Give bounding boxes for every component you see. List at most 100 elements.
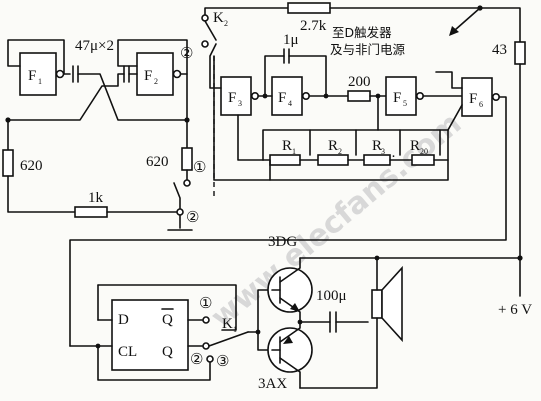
label-r20: R (410, 138, 420, 154)
gate-f1-label: F (28, 68, 36, 84)
gate-f5-label: F (393, 90, 401, 106)
label-k1-pos1: ① (199, 296, 212, 312)
wire-qbar-feedback (97, 284, 237, 331)
gate-f3-label: F (228, 90, 236, 106)
ff-qbar-label: Q (162, 312, 173, 328)
ff-cl-label: CL (118, 344, 137, 360)
gate-f6: F 6 (461, 77, 500, 117)
wire-ladder-return (213, 55, 271, 181)
label-r2: R (328, 138, 338, 154)
gate-f1-sub: 1 (38, 77, 42, 86)
wire-f6-in-b (435, 71, 463, 89)
wire-k2-top (204, 7, 289, 16)
gate-f5: F 5 (385, 76, 424, 116)
wire-k1-base-top (247, 289, 273, 333)
wire-f6-out-to-ff (69, 96, 507, 347)
node-speaker-top (374, 255, 380, 261)
gate-f2-sub: 2 (154, 77, 158, 86)
label-3ax: 3AX (258, 376, 287, 392)
wire-f3-in (209, 43, 222, 89)
wire-cross-a (77, 73, 188, 121)
label-r620-right: 620 (146, 154, 169, 170)
switch-k2-top-contact (201, 14, 209, 22)
transistor-3ax (267, 321, 313, 389)
switch-k2-contact-2 (176, 208, 184, 216)
gate-f6-body (461, 77, 493, 117)
ff-q-label: Q (162, 344, 173, 360)
label-k1: K (222, 316, 233, 332)
switch-k2-blade (204, 20, 217, 41)
gate-f5-sub: 5 (403, 99, 407, 108)
wire-ladder-to-f6 (447, 104, 463, 131)
resistor-r1 (269, 154, 301, 166)
gate-f5-body (385, 76, 417, 116)
label-r27k: 2.7k (300, 18, 327, 34)
wire-ff-bottom (97, 345, 211, 381)
label-r620-left: 620 (20, 158, 43, 174)
gate-f1-body (19, 52, 57, 96)
wire-cross-b (7, 73, 125, 121)
d-flipflop-body (111, 299, 189, 371)
gate-f6-sub: 6 (479, 100, 483, 109)
label-k1-pos3: ③ (216, 354, 229, 370)
resistor-620-left (2, 149, 14, 177)
label-r1k: 1k (88, 190, 104, 206)
switch-k2-contact-b (201, 40, 209, 48)
label-supply: + 6 V (498, 302, 532, 318)
label-dots: · (391, 149, 396, 165)
label-r1: R (282, 138, 292, 154)
wire-ladder-bottom (269, 159, 449, 181)
wire-f1-loop (7, 39, 65, 75)
d-flipflop: D CL Q Q (111, 299, 189, 371)
switch-k1-contact-1 (202, 316, 210, 324)
note-line-2: 及与非门电源 (330, 42, 406, 57)
gate-f3: F 3 (220, 76, 260, 116)
speaker-cone (381, 265, 403, 343)
resistor-1k (74, 206, 108, 218)
gate-f3-sub: 3 (238, 99, 242, 108)
node-f4-out (323, 93, 329, 99)
label-k2-pos1: ① (193, 160, 206, 176)
wire-cap1u-right (288, 55, 327, 97)
label-r2-sub: 2 (338, 147, 342, 156)
gate-f4: F 4 (271, 76, 310, 116)
wire-speaker-bot (299, 317, 378, 389)
gate-f1-bubble (55, 69, 65, 79)
resistor-r3 (363, 154, 391, 166)
resistor-r2 (317, 154, 349, 166)
wire-r620-left-bot (7, 175, 76, 213)
label-k2-pos2: ② (180, 46, 193, 62)
gate-f4-label: F (278, 90, 286, 106)
gate-f4-sub: 4 (288, 99, 292, 108)
label-r3: R (372, 138, 382, 154)
label-cap-pair: 47μ×2 (75, 38, 114, 54)
gate-f1: F 1 (19, 52, 65, 96)
label-3dg: 3DG (268, 234, 297, 250)
label-k1-pos2: ② (190, 352, 203, 368)
label-r200: 200 (348, 74, 371, 90)
label-r1-sub: 1 (292, 147, 296, 156)
label-cap-100u: 100μ (316, 288, 347, 304)
gate-f2-label: F (144, 68, 152, 84)
wire-arrow-note (454, 7, 481, 31)
arrow-head-note (449, 26, 459, 36)
resistor-200 (347, 90, 371, 102)
gate-f6-label: F (469, 91, 477, 107)
gate-f2: F 2 (136, 52, 182, 96)
switch-k1-contact-3 (206, 355, 214, 363)
gate-f2-body (136, 52, 174, 96)
gate-f2-bubble (172, 69, 182, 79)
label-r43: 43 (492, 42, 507, 58)
ff-d-label: D (118, 312, 129, 328)
label-k2-pos2-low: ② (186, 210, 199, 226)
switch-k1-blade (208, 331, 249, 347)
transistor-3dg (267, 257, 313, 323)
switch-k1-contact-2 (202, 342, 210, 350)
resistor-620-right (181, 147, 193, 171)
gate-f4-body (271, 76, 303, 116)
label-k2: K (213, 10, 224, 26)
label-r20-sub: 20 (420, 147, 428, 156)
wire-f3-feedback (237, 114, 264, 161)
